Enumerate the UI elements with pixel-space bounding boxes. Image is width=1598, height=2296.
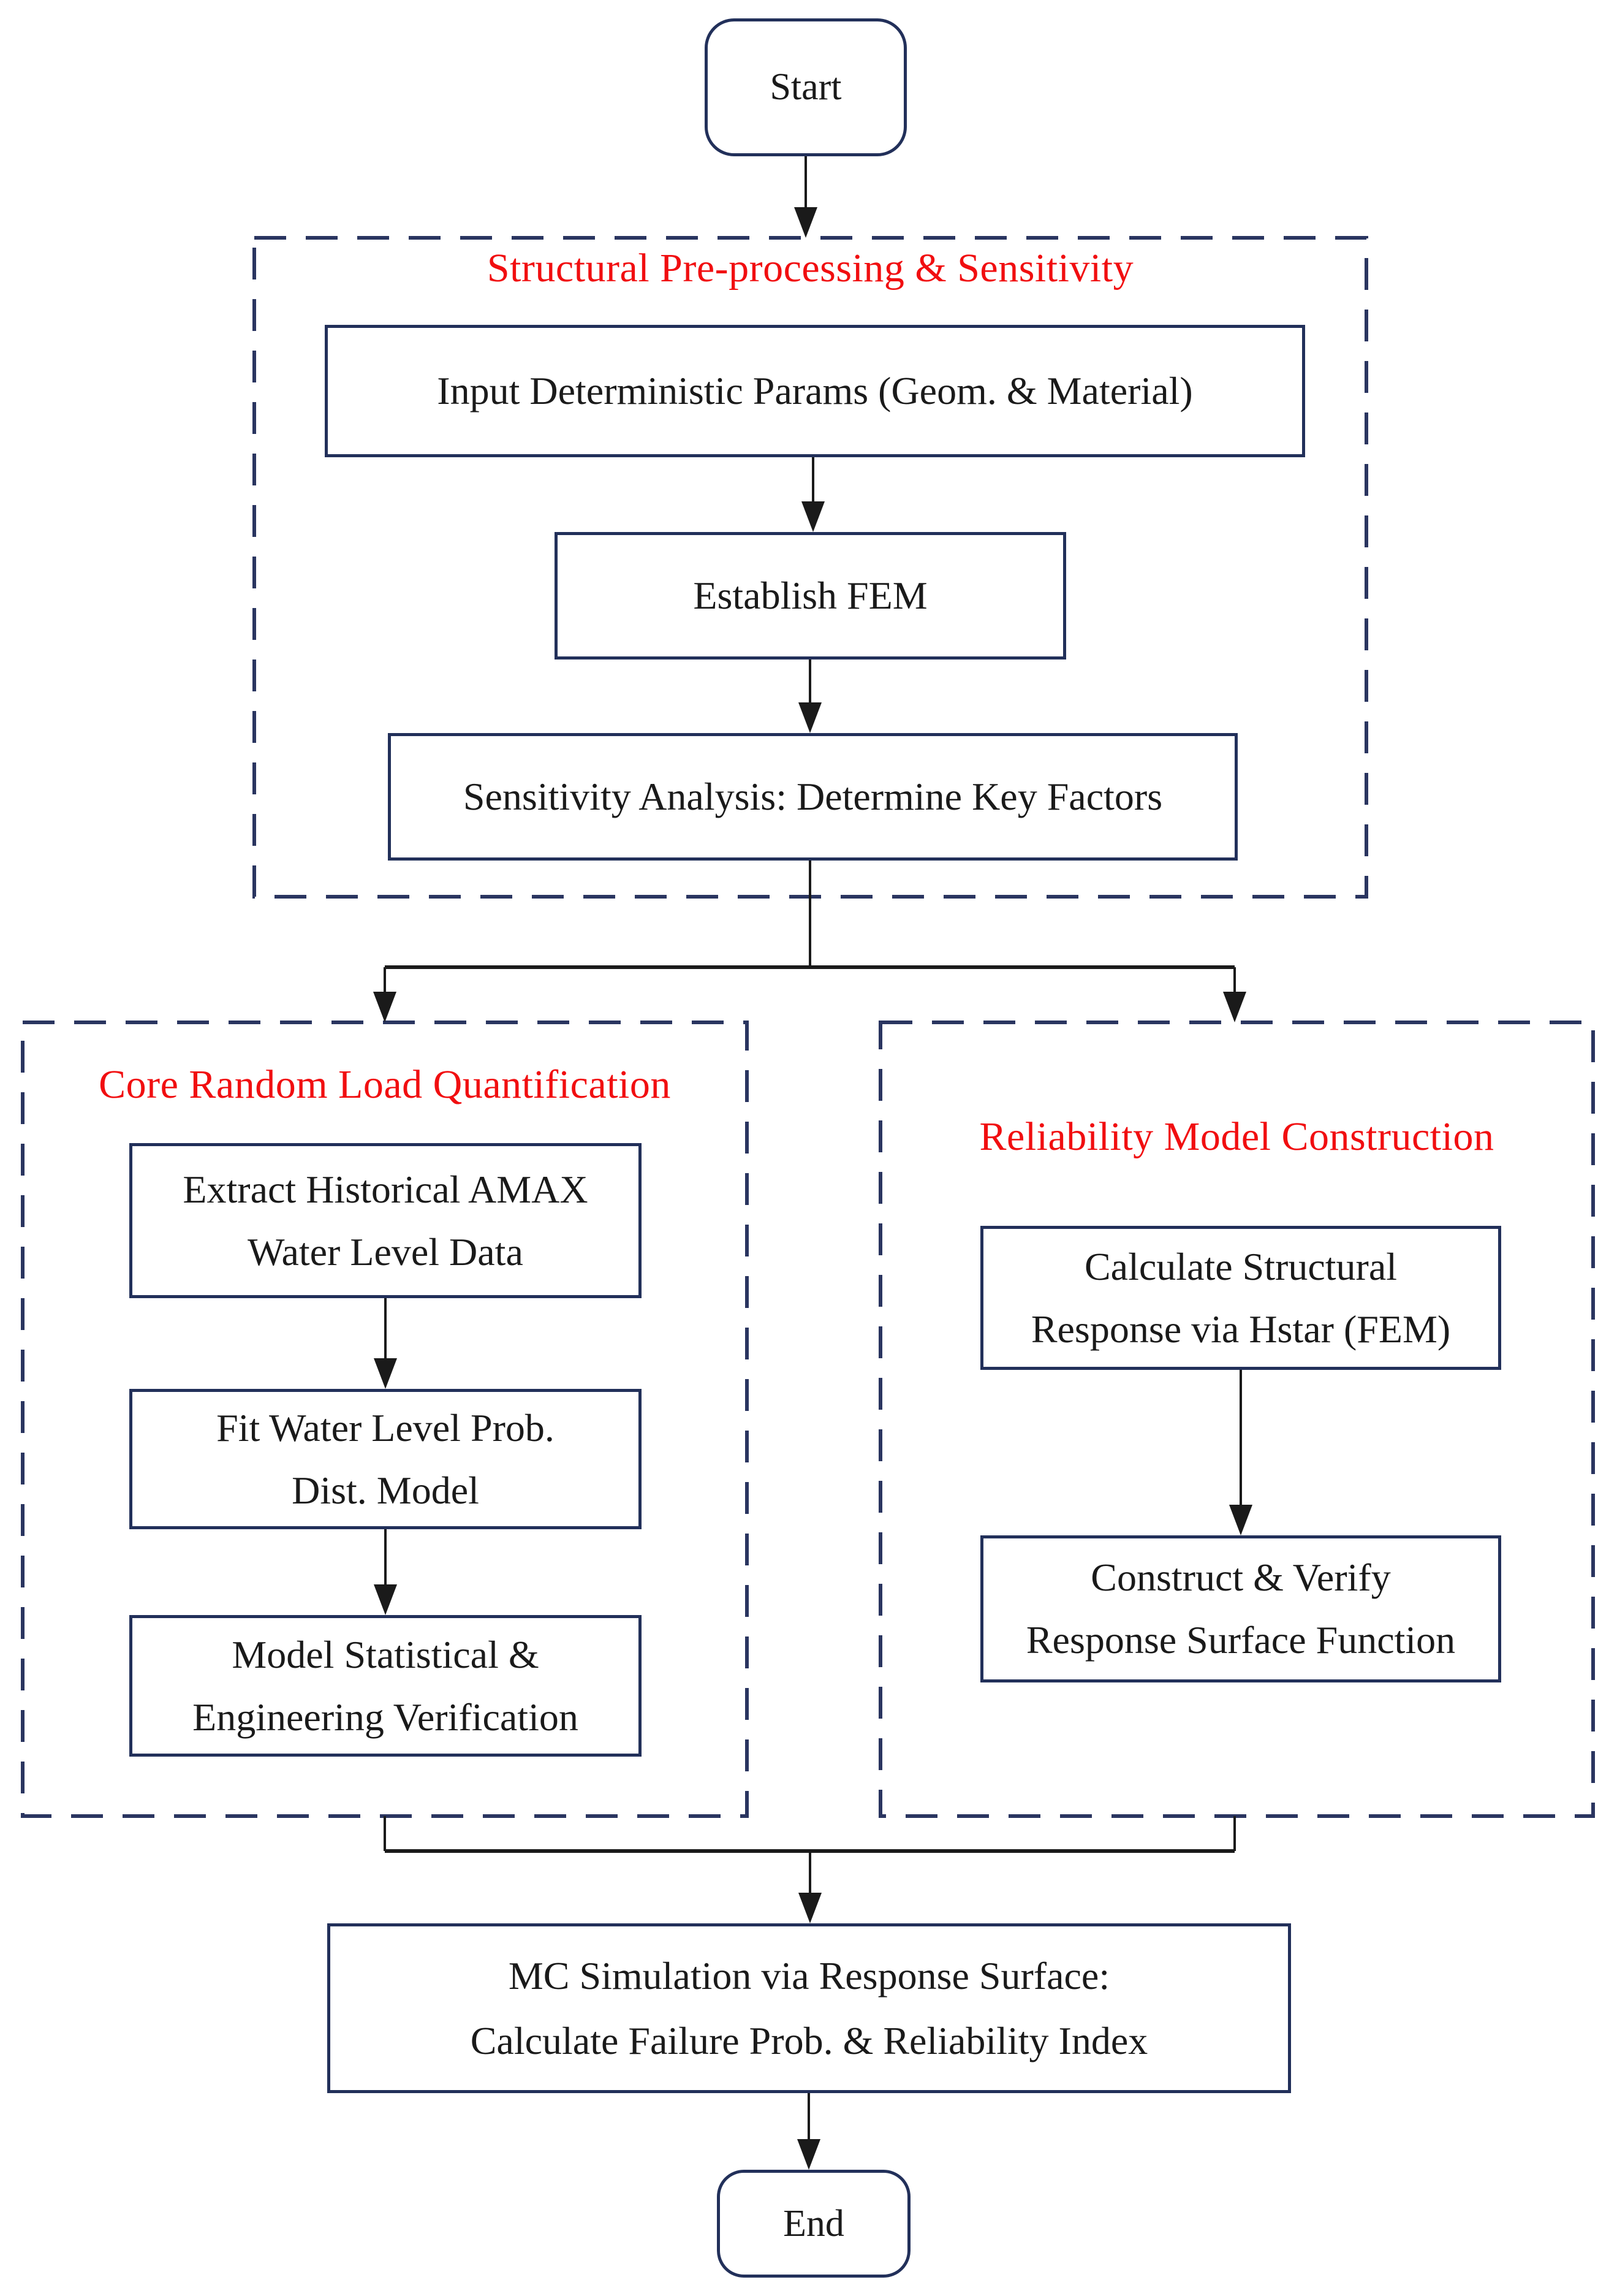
- step-model-verification-line1: Model Statistical &: [232, 1632, 539, 1676]
- step-extract-amax-line1: Extract Historical AMAX: [183, 1167, 588, 1211]
- container-reliability-border: [879, 1021, 1595, 1818]
- start-label: Start: [770, 66, 842, 108]
- start-node: Start: [705, 18, 907, 156]
- step-fit-distribution-line2: Dist. Model: [292, 1468, 479, 1512]
- step-calc-response: Calculate Structural Response via Hstar …: [980, 1226, 1501, 1370]
- step-construct-rsf: Construct & Verify Response Surface Func…: [980, 1535, 1501, 1682]
- section-title-load-quantification: Core Random Load Quantification: [99, 1062, 671, 1107]
- step-input-params-label: Input Deterministic Params (Geom. & Mate…: [437, 369, 1193, 412]
- step-model-verification-line2: Engineering Verification: [192, 1695, 578, 1739]
- step-fit-distribution: Fit Water Level Prob. Dist. Model: [129, 1389, 642, 1529]
- step-construct-rsf-line2: Response Surface Function: [1026, 1618, 1456, 1662]
- end-node: End: [717, 2170, 911, 2278]
- end-label: End: [783, 2202, 844, 2245]
- step-fit-distribution-line1: Fit Water Level Prob.: [216, 1405, 555, 1450]
- step-establish-fem: Establish FEM: [555, 532, 1066, 660]
- step-model-verification: Model Statistical & Engineering Verifica…: [129, 1615, 642, 1757]
- arrowhead-extract-to-fit: [374, 1358, 397, 1389]
- arrowhead-start-to-preprocessing: [794, 207, 817, 238]
- step-extract-amax-line2: Water Level Data: [248, 1230, 523, 1274]
- step-construct-rsf-line1: Construct & Verify: [1091, 1556, 1391, 1599]
- arrowhead-merge-to-mc: [798, 1893, 822, 1923]
- arrowhead-split-right: [1223, 992, 1246, 1022]
- step-sensitivity-analysis-label: Sensitivity Analysis: Determine Key Fact…: [463, 775, 1163, 818]
- step-establish-fem-label: Establish FEM: [693, 574, 928, 617]
- step-mc-simulation: MC Simulation via Response Surface: Calc…: [327, 1923, 1291, 2093]
- step-mc-simulation-line1: MC Simulation via Response Surface:: [508, 1953, 1110, 1998]
- arrowhead-response-to-rsf: [1229, 1505, 1252, 1535]
- step-sensitivity-analysis: Sensitivity Analysis: Determine Key Fact…: [388, 733, 1238, 861]
- section-title-reliability: Reliability Model Construction: [979, 1114, 1494, 1159]
- step-calc-response-line2: Response via Hstar (FEM): [1031, 1307, 1451, 1351]
- step-calc-response-line1: Calculate Structural: [1084, 1244, 1398, 1288]
- arrowhead-fem-to-sensitivity: [798, 702, 822, 733]
- step-mc-simulation-line2: Calculate Failure Prob. & Reliability In…: [470, 2018, 1148, 2062]
- arrowhead-mc-to-end: [797, 2139, 820, 2170]
- arrowhead-fit-to-verification: [374, 1584, 397, 1615]
- step-input-params: Input Deterministic Params (Geom. & Mate…: [325, 325, 1305, 457]
- arrowhead-input-to-fem: [801, 501, 825, 532]
- step-extract-amax: Extract Historical AMAX Water Level Data: [129, 1143, 642, 1298]
- section-title-preprocessing: Structural Pre-processing & Sensitivity: [487, 246, 1134, 291]
- arrowhead-split-left: [373, 992, 396, 1022]
